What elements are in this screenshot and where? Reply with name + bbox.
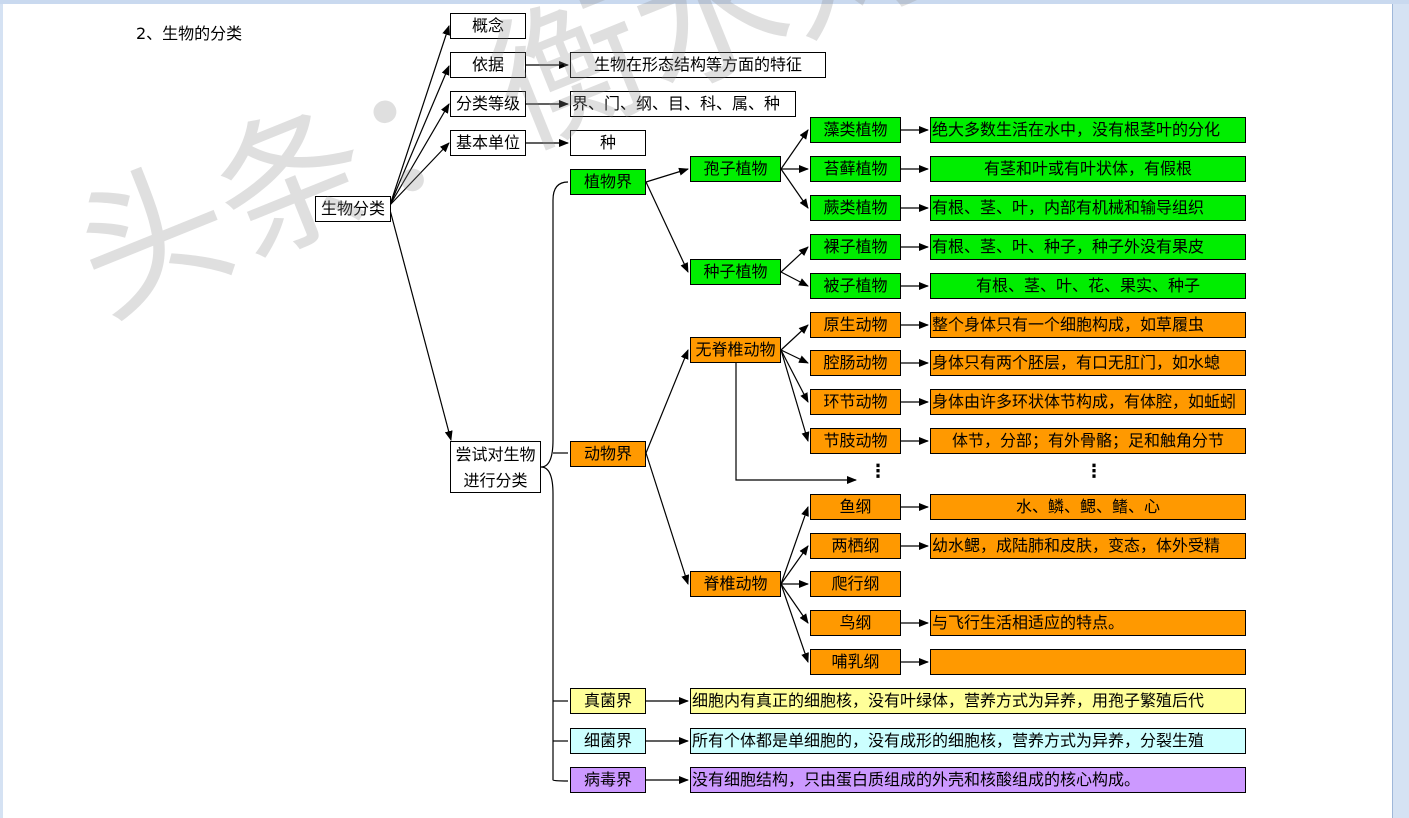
- arthropod-node: 节肢动物: [810, 428, 901, 454]
- arthropod-desc: 体节，分部；有外骨骼；足和触角分节: [930, 428, 1246, 454]
- annelid-desc: 身体由许多环状体节构成，有体腔，如蚯蚓: [930, 389, 1246, 415]
- bacteria-kingdom: 细菌界: [570, 728, 646, 754]
- fish-node: 鱼纲: [810, 494, 901, 520]
- vertical-scrollbar[interactable]: [1392, 4, 1409, 818]
- window-left-border: [0, 4, 3, 818]
- bird-desc: 与飞行生活相适应的特点。: [930, 610, 1246, 636]
- amphibian-desc: 幼水鳃，成陆肺和皮肤，变态，体外受精: [930, 533, 1246, 559]
- angio-node: 被子植物: [810, 273, 901, 299]
- moss-desc: 有茎和叶或有叶状体，有假根: [930, 156, 1246, 182]
- algae-node: 藻类植物: [810, 117, 901, 143]
- basis-node: 依据: [450, 52, 526, 78]
- cnidaria-desc: 身体只有两个胚层，有口无肛门，如水螅: [930, 350, 1246, 376]
- plant-kingdom: 植物界: [570, 169, 646, 195]
- gymno-desc: 有根、茎、叶、种子，种子外没有果皮: [930, 234, 1246, 260]
- fern-desc: 有根、茎、叶，内部有机械和输导组织: [930, 195, 1246, 221]
- seed-plants: 种子植物: [690, 259, 781, 285]
- cnidaria-node: 腔肠动物: [810, 350, 901, 376]
- fungi-kingdom: 真菌界: [570, 688, 646, 714]
- mammal-node: 哺乳纲: [810, 649, 901, 675]
- amphibian-node: 两栖纲: [810, 533, 901, 559]
- protozoa-desc: 整个身体只有一个细胞构成，如草履虫: [930, 312, 1246, 338]
- animal-kingdom: 动物界: [570, 441, 646, 467]
- angio-desc: 有根、茎、叶、花、果实、种子: [930, 273, 1246, 299]
- gymno-node: 裸子植物: [810, 234, 901, 260]
- virus-kingdom: 病毒界: [570, 767, 646, 793]
- moss-node: 苔藓植物: [810, 156, 901, 182]
- levels-node: 分类等级: [450, 91, 526, 117]
- annelid-node: 环节动物: [810, 389, 901, 415]
- concept-node: 概念: [450, 13, 526, 39]
- vertebrate-node: 脊椎动物: [690, 571, 781, 597]
- window-top-border: [0, 0, 1409, 4]
- attempt-node: 尝试对生物进行分类: [450, 441, 541, 493]
- reptile-node: 爬行纲: [810, 571, 901, 597]
- bacteria-desc: 所有个体都是单细胞的，没有成形的细胞核，营养方式为异养，分裂生殖: [690, 728, 1246, 754]
- section-heading: 2、生物的分类: [136, 24, 243, 43]
- invertebrate-node: 无脊椎动物: [690, 337, 781, 363]
- unit-desc: 种: [570, 130, 646, 156]
- protozoa-node: 原生动物: [810, 312, 901, 338]
- levels-desc: 界、门、纲、目、科、属、种: [570, 91, 796, 117]
- bird-node: 鸟纲: [810, 610, 901, 636]
- basis-desc: 生物在形态结构等方面的特征: [570, 52, 826, 78]
- fungi-desc: 细胞内有真正的细胞核，没有叶绿体，营养方式为异养，用孢子繁殖后代: [690, 688, 1246, 714]
- spore-plants: 孢子植物: [690, 156, 781, 182]
- fern-node: 蕨类植物: [810, 195, 901, 221]
- ellipsis-left: ⋮: [869, 461, 887, 482]
- mammal-desc: [930, 649, 1246, 675]
- algae-desc: 绝大多数生活在水中，没有根茎叶的分化: [930, 117, 1246, 143]
- fish-desc: 水、鳞、鳃、鳍、心: [930, 494, 1246, 520]
- ellipsis-right: ⋮: [1085, 461, 1103, 482]
- unit-node: 基本单位: [450, 130, 526, 156]
- virus-desc: 没有细胞结构，只由蛋白质组成的外壳和核酸组成的核心构成。: [690, 767, 1246, 793]
- root-node: 生物分类: [315, 196, 391, 222]
